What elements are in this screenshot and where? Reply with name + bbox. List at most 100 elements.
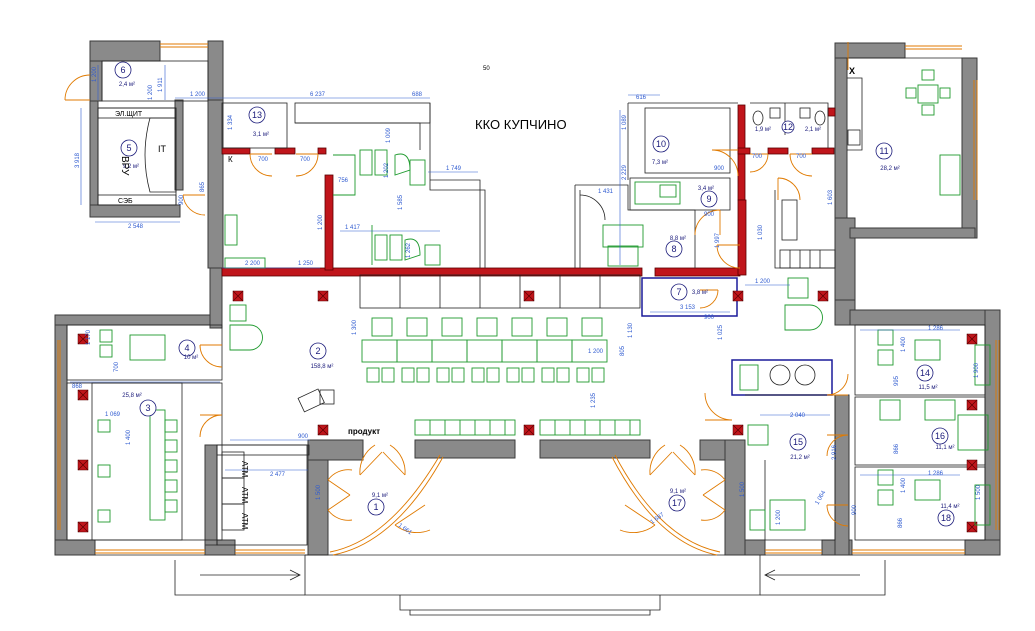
dimension-label: 2 040 bbox=[790, 413, 806, 419]
lockers bbox=[779, 249, 836, 269]
wall-segment bbox=[89, 100, 99, 218]
dimension-label: 1 400 bbox=[901, 477, 907, 493]
column bbox=[732, 290, 744, 302]
dimension-lines bbox=[70, 65, 960, 476]
room-number: 9 bbox=[706, 194, 711, 204]
door-swing bbox=[619, 504, 656, 534]
room-number: 3 bbox=[145, 403, 150, 413]
red-wall-segment bbox=[737, 147, 751, 155]
door-swing bbox=[777, 177, 801, 201]
dimension-label: 3 153 bbox=[680, 305, 696, 311]
room-outline bbox=[101, 60, 209, 102]
teller-desks bbox=[361, 339, 608, 363]
desk bbox=[536, 339, 573, 363]
step-line bbox=[399, 595, 661, 611]
atm-label: АТМ bbox=[240, 487, 249, 504]
wall-segment bbox=[204, 444, 218, 546]
dimension-label: 1 431 bbox=[598, 189, 614, 195]
window bbox=[905, 45, 962, 50]
round-table bbox=[229, 324, 263, 351]
entrance-line bbox=[174, 560, 305, 596]
room-area: 9,1 м² bbox=[670, 489, 686, 495]
atm-units bbox=[221, 451, 245, 531]
el-shield-box bbox=[97, 107, 177, 119]
door-swing bbox=[716, 244, 741, 269]
room-area: 28,2 м² bbox=[880, 166, 899, 172]
room-area: 2,4 м² bbox=[119, 82, 135, 88]
room-area: 25,8 м² bbox=[122, 393, 141, 399]
room-outline bbox=[221, 102, 288, 149]
dimension-label: 1 900 bbox=[974, 362, 980, 378]
chair bbox=[371, 317, 393, 337]
wall-segment bbox=[54, 314, 221, 326]
door-swing bbox=[382, 444, 406, 476]
chair bbox=[164, 499, 178, 513]
dimension-label: 1 025 bbox=[718, 324, 724, 340]
room-marker: 19,1 м² bbox=[367, 493, 388, 516]
dimension-label: 3 918 bbox=[75, 152, 81, 168]
chair bbox=[877, 349, 894, 366]
toilet bbox=[814, 110, 826, 126]
wall-segment bbox=[89, 40, 161, 62]
room-outline bbox=[644, 107, 731, 174]
room-number: 15 bbox=[793, 437, 803, 447]
shelf bbox=[781, 199, 798, 241]
wall-segment bbox=[984, 309, 1001, 556]
room-number: 10 bbox=[656, 139, 666, 149]
column bbox=[817, 290, 829, 302]
seat bbox=[556, 367, 570, 383]
locker-dividers bbox=[789, 250, 821, 268]
door-swing bbox=[649, 444, 673, 476]
it-rack bbox=[144, 117, 177, 193]
chair bbox=[374, 149, 388, 176]
red-wall-segment bbox=[221, 267, 643, 277]
wall-segment bbox=[834, 42, 906, 59]
seat bbox=[381, 367, 395, 383]
entry-arrow-left bbox=[200, 569, 301, 581]
column bbox=[966, 399, 978, 411]
desk bbox=[466, 339, 503, 363]
dimension-labels: 1 200 1 200 1 911 6 237 688 1 334 3 918 … bbox=[72, 66, 982, 536]
seat bbox=[506, 367, 520, 383]
wall-segment bbox=[89, 204, 181, 218]
dimension-label: 866 bbox=[894, 443, 900, 454]
room-16-outline bbox=[854, 396, 986, 466]
seat bbox=[739, 364, 759, 391]
door-swing bbox=[700, 494, 726, 521]
room-4-outline bbox=[66, 324, 223, 381]
wall-line bbox=[774, 190, 835, 269]
red-wall-segment bbox=[654, 267, 741, 277]
column bbox=[317, 290, 329, 302]
room-marker: 88,8 м² bbox=[665, 236, 686, 258]
seat bbox=[486, 367, 500, 383]
product-label: продукт bbox=[348, 427, 380, 436]
wall-segment bbox=[834, 394, 850, 556]
dimension-label: 1 417 bbox=[345, 225, 361, 231]
dimension-label: 1 089 bbox=[622, 114, 628, 130]
column bbox=[523, 424, 535, 436]
room-outline bbox=[294, 102, 431, 124]
interior-lines bbox=[66, 57, 986, 616]
bench-dividers bbox=[429, 420, 506, 435]
dimension-label: 1 250 bbox=[298, 261, 314, 267]
room-number: 2 bbox=[315, 346, 320, 356]
round-table bbox=[784, 304, 823, 331]
dimension-label: 866 bbox=[898, 517, 904, 528]
dimension-label: 865 bbox=[200, 181, 206, 192]
sink bbox=[847, 129, 861, 146]
chair bbox=[99, 344, 113, 358]
door-swing bbox=[182, 194, 206, 216]
chair bbox=[877, 489, 894, 506]
dimension-label: 700 bbox=[258, 157, 269, 163]
dimension-label: 1 334 bbox=[228, 114, 234, 130]
seat bbox=[541, 367, 555, 383]
wall-segment bbox=[54, 539, 96, 556]
sofa bbox=[939, 154, 961, 196]
seat bbox=[787, 277, 809, 299]
column bbox=[732, 424, 744, 436]
dimension-label: 1 009 bbox=[386, 127, 392, 143]
chair bbox=[97, 509, 111, 523]
bench bbox=[414, 419, 516, 436]
